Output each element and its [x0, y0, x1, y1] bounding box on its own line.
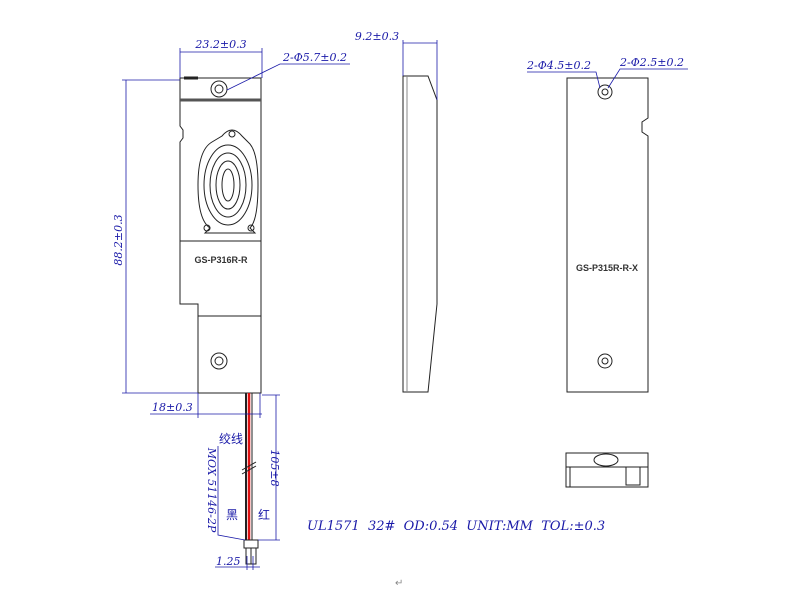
front-top-hole-icon [210, 80, 228, 98]
back-part-label: GS-P315R-R-X [576, 263, 638, 273]
back-top-hole-icon [597, 84, 613, 100]
front-view [179, 76, 262, 394]
connector-label: MOX 51146-2P [205, 447, 218, 533]
side-view [402, 75, 438, 393]
connector-icon [243, 539, 259, 565]
back-view [566, 77, 649, 393]
dim-pitch: 1.25 [216, 555, 241, 568]
front-part-label: GS-P316R-R [194, 255, 248, 265]
spec-note: UL1571 32# OD:0.54 UNIT:MM TOL:±0.3 [307, 519, 605, 534]
wire-harness [241, 393, 259, 565]
back-bottom-hole-icon [597, 353, 613, 369]
dim-hole-back-small: 2-Φ2.5±0.2 [619, 56, 684, 69]
return-mark: ↵ [395, 578, 403, 589]
front-body-outline [179, 77, 262, 394]
dim-height: 88.2±0.3 [112, 214, 125, 265]
dim-width-front: 23.2±0.3 [194, 38, 246, 51]
black-wire-label: 黑 [226, 508, 238, 522]
red-wire-label: 红 [258, 507, 270, 522]
dim-hole-front: 2-Φ5.7±0.2 [282, 51, 347, 64]
twisted-wire-label: 绞线 [219, 431, 243, 446]
dimension-lines [122, 40, 688, 570]
speaker-icon [197, 129, 259, 234]
dim-wire-length: 105±8 [268, 449, 281, 486]
dim-thickness: 9.2±0.3 [355, 30, 399, 43]
dim-width-lower: 18±0.3 [152, 401, 193, 414]
bottom-view [565, 452, 649, 488]
front-bottom-hole-icon [210, 352, 228, 370]
dim-hole-back-large: 2-Φ4.5±0.2 [526, 59, 591, 72]
